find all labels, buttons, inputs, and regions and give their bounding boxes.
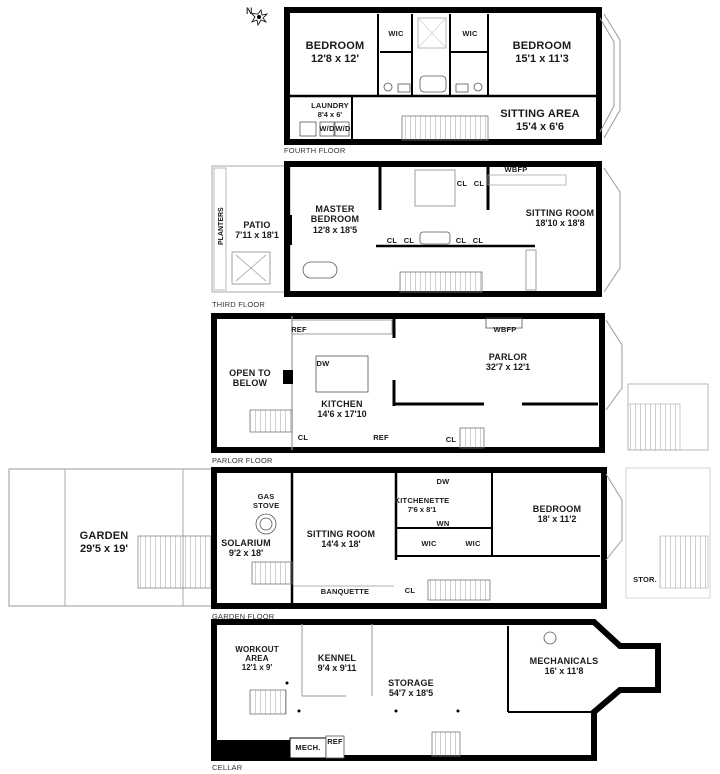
floor-label-third: THIRD FLOOR	[212, 300, 266, 309]
fixture-closet: CL	[403, 236, 415, 245]
floor-label-cellar: CELLAR	[212, 763, 243, 772]
parlor-floor-plan	[211, 313, 709, 453]
fixture-closet: CL	[445, 435, 457, 444]
fixture-closet: CL	[404, 586, 416, 595]
fixture-refrigerator: REF	[291, 325, 307, 334]
fixture-closet: CL	[472, 236, 484, 245]
fixture-wic-2: WIC	[462, 29, 478, 38]
fourth-floor-plan	[284, 7, 621, 145]
compass-north-label: N	[246, 6, 253, 16]
fixture-refrigerator: REF	[373, 433, 389, 442]
fixture-wic-1: WIC	[421, 539, 437, 548]
fixture-banquette: BANQUETTE	[320, 587, 370, 596]
garden-floor-plan	[8, 467, 711, 609]
fixture-mechanical: MECH.	[295, 743, 321, 752]
fixture-closet: CL	[473, 179, 485, 188]
fixture-storage: STOR.	[633, 575, 657, 584]
fixture-dishwasher: DW	[436, 477, 450, 486]
floor-label-parlor: PARLOR FLOOR	[212, 456, 273, 465]
fixture-washer-dryer-2: W/D	[335, 124, 351, 133]
fixture-refrigerator: REF	[327, 737, 343, 746]
fixture-gas-stove: GAS STOVE	[253, 492, 280, 510]
fixture-closet: CL	[386, 236, 398, 245]
fixture-washer-dryer-1: W/D	[319, 124, 335, 133]
room-parlor-open-to-below: OPEN TO BELOW	[229, 368, 271, 389]
fixture-wic-2: WIC	[465, 539, 481, 548]
compass-icon	[249, 9, 269, 27]
fixture-wbfp: WBFP	[504, 165, 528, 174]
fixture-closet: CL	[455, 236, 467, 245]
fixture-closet: CL	[456, 179, 468, 188]
third-floor-plan	[211, 161, 621, 297]
fixture-wbfp: WBFP	[493, 325, 517, 334]
fixture-wine-fridge: WN	[436, 519, 450, 528]
fixture-dishwasher: DW	[316, 359, 330, 368]
floor-label-garden: GARDEN FLOOR	[212, 612, 275, 621]
fixture-wic-1: WIC	[388, 29, 404, 38]
fixture-planters: PLANTERS	[218, 207, 225, 245]
floor-label-fourth: FOURTH FLOOR	[284, 146, 346, 155]
fixture-closet: CL	[297, 433, 309, 442]
cellar-plan	[211, 619, 661, 761]
